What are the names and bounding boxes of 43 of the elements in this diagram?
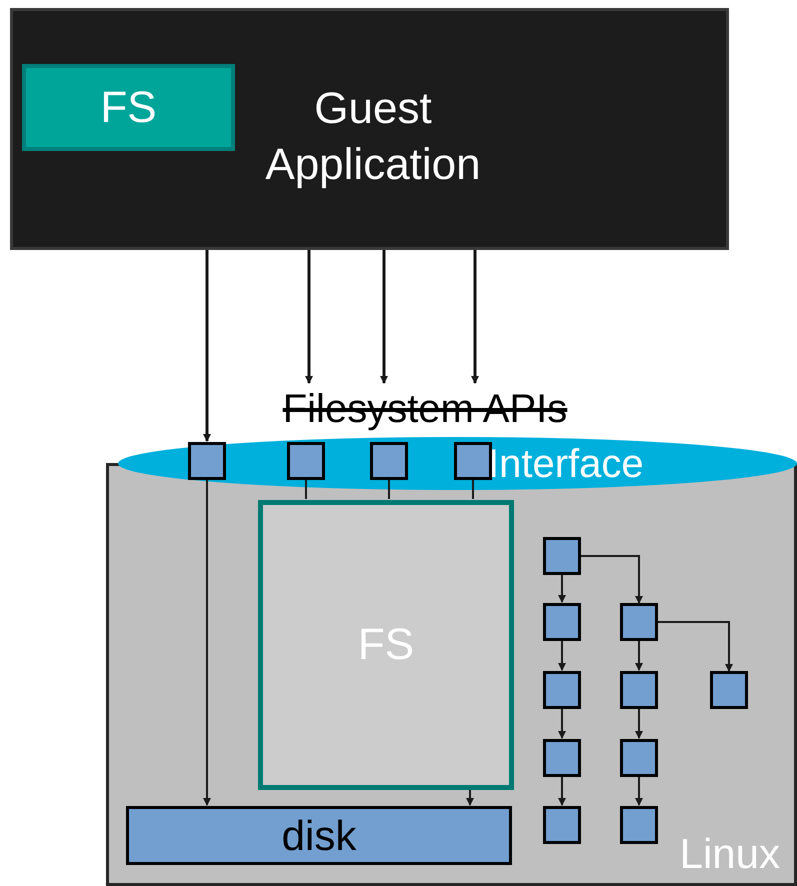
filesystem-box <box>22 64 235 151</box>
block-square <box>620 806 658 844</box>
arrow <box>203 480 211 806</box>
arrow <box>471 250 479 384</box>
filesystem-box <box>258 500 514 790</box>
block-square <box>620 739 658 777</box>
block-square <box>543 603 581 641</box>
block-square <box>454 442 492 480</box>
connector-line <box>305 480 307 499</box>
arrow <box>658 621 733 672</box>
arrow <box>203 250 211 442</box>
application-box <box>10 8 729 250</box>
connector-line <box>472 480 474 499</box>
block-square <box>543 537 581 575</box>
container-label: Linux <box>680 833 780 875</box>
disk-label: disk <box>282 811 356 861</box>
block-square <box>620 603 658 641</box>
box-title: Guest Application <box>264 83 482 191</box>
arrow <box>305 250 313 384</box>
block-square <box>710 671 748 709</box>
arrow <box>558 709 566 739</box>
arrow <box>466 790 474 806</box>
interface-label: Interface <box>488 444 644 484</box>
arrow <box>581 555 643 604</box>
block-square <box>620 671 658 709</box>
box-label: FS <box>100 82 157 134</box>
arrow <box>558 777 566 806</box>
arrow <box>558 641 566 671</box>
block-square <box>543 739 581 777</box>
arrow <box>635 641 643 671</box>
arrow <box>558 575 566 603</box>
disk-bar <box>126 806 512 865</box>
block-square <box>287 442 325 480</box>
interface-ellipse <box>118 437 797 490</box>
block-square <box>370 442 408 480</box>
block-square <box>543 671 581 709</box>
block-square <box>188 442 226 480</box>
arrow <box>635 709 643 739</box>
api-label: Filesystem APIs <box>282 389 568 429</box>
block-square <box>543 806 581 844</box>
arrow <box>635 777 643 806</box>
arrow <box>380 250 388 384</box>
connector-line <box>388 480 390 499</box>
